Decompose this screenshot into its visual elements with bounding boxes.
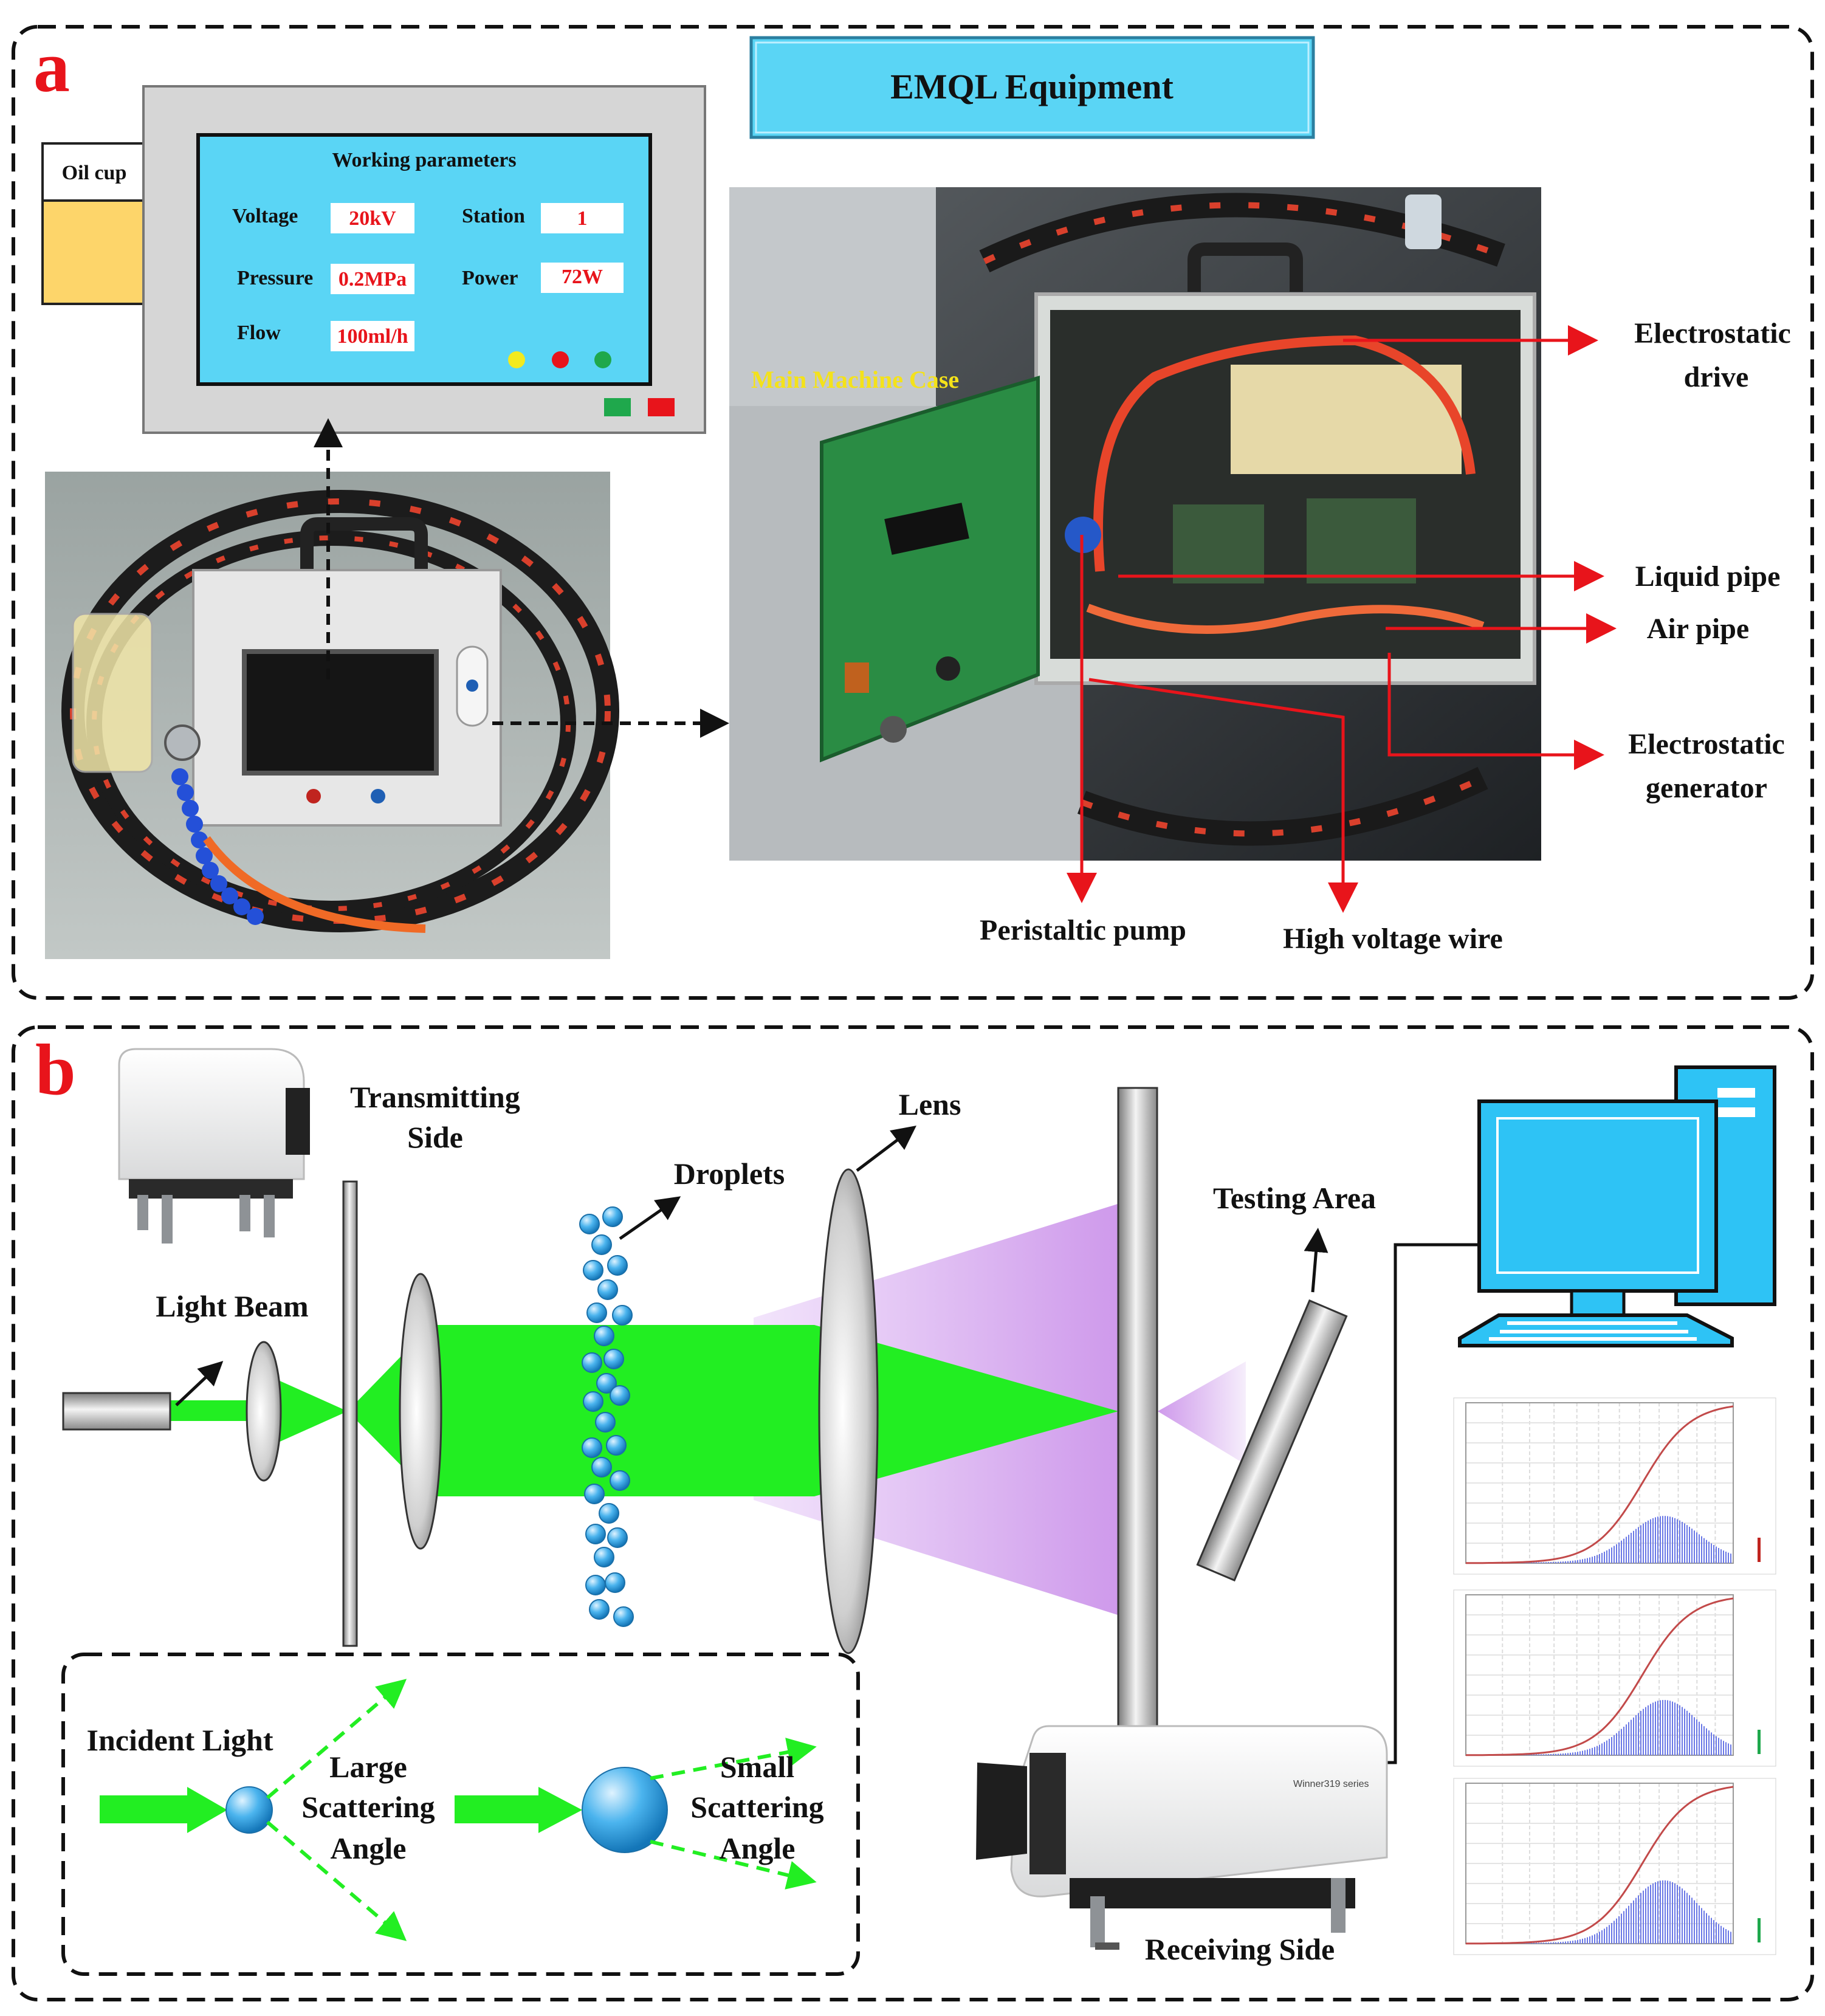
red-indicator xyxy=(552,351,569,368)
testing-area-pointer xyxy=(1304,1228,1328,1293)
screen-heading: Working parameters xyxy=(332,149,516,171)
transmitting-label-2: Side xyxy=(407,1120,463,1154)
device-photo xyxy=(45,472,619,959)
panel-a-frame xyxy=(12,25,1814,1000)
small-angle-scatter xyxy=(455,1738,817,1890)
electrostatic-generator-label-2: generator xyxy=(1646,772,1767,804)
high-voltage-wire-label: High voltage wire xyxy=(1283,923,1503,955)
pressure-value: 0.2MPa xyxy=(339,268,407,291)
lens-pointer xyxy=(856,1125,916,1172)
light-beam-label: Light Beam xyxy=(156,1289,308,1323)
station-label: Station xyxy=(462,205,525,227)
droplets-pointer xyxy=(619,1196,681,1240)
small-angle-label-2: Scattering xyxy=(690,1790,823,1824)
equipment-title-box: EMQL Equipment xyxy=(749,36,1315,139)
power-label: Power xyxy=(462,267,518,289)
large-angle-label-1: Large xyxy=(329,1750,407,1784)
small-angle-label-3: Angle xyxy=(720,1831,796,1865)
scattering-inset-frame xyxy=(61,1653,860,1976)
focusing-lens xyxy=(818,1168,879,1654)
pressure-label: Pressure xyxy=(237,267,313,289)
peristaltic-pump-label: Peristaltic pump xyxy=(980,914,1186,946)
station-value: 1 xyxy=(577,207,588,230)
chart-side-marker xyxy=(1758,1538,1761,1562)
red-button xyxy=(648,398,675,416)
small-angle-label-1: Small xyxy=(720,1750,794,1784)
chart-side-marker xyxy=(1758,1730,1761,1754)
electrostatic-drive-label-1: Electrostatic xyxy=(1634,317,1791,349)
case-photo: Main Machine Case xyxy=(729,187,1541,861)
receiving-pillar xyxy=(1117,1087,1158,1742)
electrostatic-generator-label-1: Electrostatic xyxy=(1628,728,1785,760)
flow-value: 100ml/h xyxy=(337,325,408,348)
air-pipe-label: Air pipe xyxy=(1647,613,1749,645)
transmitting-label-1: Transmitting xyxy=(350,1080,520,1114)
green-button xyxy=(604,398,631,416)
droplet-stream xyxy=(579,1206,634,1627)
electrostatic-drive-label-2: drive xyxy=(1684,361,1749,393)
testing-area-label: Testing Area xyxy=(1213,1181,1376,1215)
incident-light-label: Incident Light xyxy=(86,1723,273,1757)
lens-label: Lens xyxy=(899,1087,961,1121)
voltage-value: 20kV xyxy=(349,207,396,230)
oil-cup: Oil cup xyxy=(41,142,147,305)
chart-cumulative-curve xyxy=(1466,1786,1734,1945)
chart-cumulative-curve xyxy=(1466,1405,1734,1564)
computer xyxy=(1358,1065,1776,1764)
equipment-title: EMQL Equipment xyxy=(890,67,1174,106)
chart-cumulative-curve xyxy=(1466,1597,1734,1756)
green-indicator xyxy=(594,351,611,368)
yellow-indicator xyxy=(508,351,525,368)
red-callouts xyxy=(1067,325,1617,913)
scatter-cone-right xyxy=(1158,1361,1246,1465)
receiver-instrument: Winner319 series xyxy=(976,1725,1388,1950)
receiving-side-label: Receiving Side xyxy=(1145,1932,1335,1966)
voltage-label: Voltage xyxy=(232,205,298,227)
collimating-lens xyxy=(399,1273,442,1550)
size-distribution-charts xyxy=(1453,1397,1776,1955)
large-angle-label-3: Angle xyxy=(331,1831,407,1865)
beam-expander-lens xyxy=(246,1341,282,1482)
liquid-pipe-label: Liquid pipe xyxy=(1635,560,1781,593)
parameter-screen xyxy=(196,133,652,386)
panel-b-letter: b xyxy=(35,1029,76,1110)
small-droplet xyxy=(225,1786,273,1834)
panel-b-frame xyxy=(12,1025,1814,2001)
instrument-brand: Winner319 series xyxy=(1293,1779,1369,1789)
power-value: 72W xyxy=(562,266,603,288)
distribution-chart-thumbnail xyxy=(1453,1397,1776,1575)
large-droplet xyxy=(582,1767,668,1853)
large-angle-label-2: Scattering xyxy=(301,1790,435,1824)
transmitting-plate xyxy=(342,1180,358,1647)
large-angle-scatter xyxy=(100,1679,407,1941)
droplets-label: Droplets xyxy=(674,1157,785,1191)
flow-label: Flow xyxy=(237,322,281,344)
oil-cup-label: Oil cup xyxy=(62,162,127,184)
chart-side-marker xyxy=(1758,1918,1761,1942)
main-machine-case-label: Main Machine Case xyxy=(751,366,959,393)
transmitter-instrument xyxy=(118,1048,310,1244)
light-beam-pointer xyxy=(175,1361,224,1406)
control-panel: Working parameters Voltage 20kV Station … xyxy=(142,85,706,434)
panel-a-letter: a xyxy=(33,26,70,107)
detector-tube-icon xyxy=(1196,1299,1348,1582)
laser-emitter-icon xyxy=(62,1392,171,1431)
